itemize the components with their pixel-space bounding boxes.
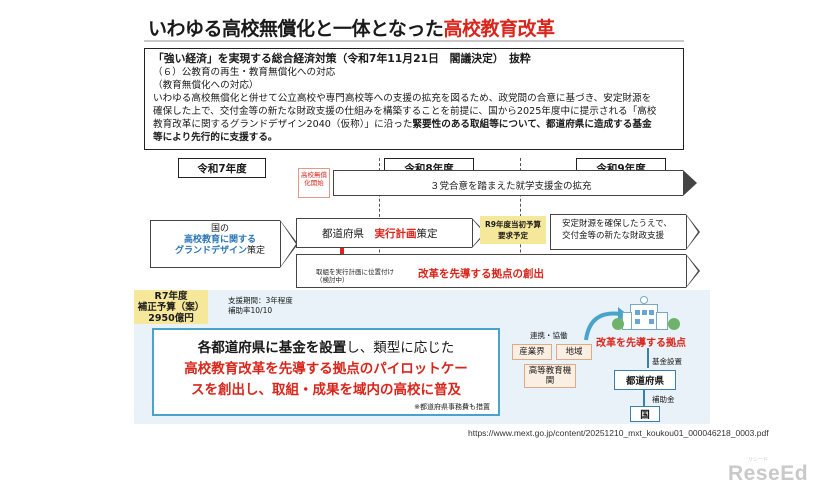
school-building-right [656, 312, 668, 330]
window [649, 319, 654, 324]
budget-request-box: R9年度当初予算 要求予定 [480, 216, 546, 244]
supplementary-budget-box: R7年度 補正予算（案） 2950億円 [134, 290, 208, 324]
budget-request-line2: 要求予定 [498, 231, 528, 240]
budget-amount: 2950億円 [148, 313, 194, 324]
title-highlight: 高校教育改革 [443, 18, 555, 40]
pilot-note: 取組を実行計画に位置付け （検討中） [316, 268, 394, 284]
pilot-arrow-tip-inner [687, 256, 698, 286]
todofuken-box: 都道府県 [614, 370, 676, 390]
callout-line1-rest: し、類型に応じた [346, 340, 455, 356]
stable-fund-arrow-tip-inner [687, 216, 698, 248]
policy-line-bold: 等により先行的に支援する。 [153, 132, 278, 143]
grand-design-arrow-tip-inner [281, 222, 296, 266]
grand-text-line: グランドデザイン策定 [160, 246, 280, 257]
support-period-line1: 支援期間：3年程度 [228, 296, 293, 305]
grand-text-2: グランドデザイン [174, 246, 247, 256]
stable-fund-line1: 安定財源を確保したうえで、 [562, 219, 672, 229]
pref-plan-suffix: 策定 [416, 228, 438, 240]
policy-line: 等により先行的に支援する。 [153, 131, 675, 144]
grand-text-3: 策定 [247, 246, 266, 256]
window [635, 319, 640, 324]
support-period-line2: 補助率10/10 [228, 306, 273, 315]
callout-line2: 高校教育改革を先導する拠点のパイロットケー [184, 361, 468, 377]
kyoten-label: 改革を先導する拠点 [596, 338, 686, 349]
logo-subtext: リシード [748, 457, 769, 463]
policy-heading: 「強い経済」を実現する総合経済対策（令和7年11月21日 閣議決定） 抜粋 [153, 52, 531, 65]
year-header-r7: 令和7年度 [178, 158, 266, 178]
hojokin-connector [643, 390, 645, 408]
school-clock [640, 296, 648, 304]
school-building-main [630, 304, 658, 330]
grand-text-1: 高校教育に関する [183, 235, 256, 245]
kuni-text: 国の [210, 224, 229, 234]
renkei-label: 連携・協働 [530, 331, 568, 340]
callout-line3: スを創出し、取組・成果を域内の高校に普及 [191, 382, 461, 398]
policy-line: いわゆる高校無償化と併せて公立高校や専門高校等への支援の拡充を図るため、政党間の… [153, 93, 652, 104]
page-title: いわゆる高校無償化と一体となった高校教育改革 [148, 14, 555, 41]
stable-fund-arrow [550, 214, 686, 250]
pilot-label: 改革を先導する拠点の創出 [418, 268, 544, 280]
stable-fund-line2: 交付金等の新たな財政支援 [562, 231, 665, 241]
tree-left [612, 318, 624, 330]
pref-plan-highlight: 実行計画 [374, 228, 417, 240]
callout-line1-bold: 各都道府県に基金を設置 [197, 340, 347, 356]
pref-plan-arrow-tip-inner [473, 220, 484, 246]
budget-line2: 補正予算（案） [137, 302, 205, 313]
budget-line1: R7年度 [154, 291, 188, 302]
policy-sub2: （教育無償化への対応） [153, 80, 259, 91]
callout-note: ※都道府県事務費も措置 [414, 403, 490, 411]
arrow-shugaku [333, 170, 683, 196]
pilot-note-line2: （検討中） [316, 276, 349, 284]
fund-callout: 各都道府県に基金を設置し、類型に応じた 高校教育改革を先導する拠点のパイロットケ… [152, 328, 500, 416]
stable-fund-label: 安定財源を確保したうえで、 交付金等の新たな財政支援 [562, 218, 672, 242]
arrow-shugaku-label: ３党合意を踏まえた就学支援金の拡充 [430, 181, 592, 192]
window [642, 310, 647, 315]
arrow-shugaku-tip [683, 170, 697, 196]
policy-line: 教育改革に関するグランドデザイン2040（仮称）」に沿った緊要性のある取組等につ… [153, 118, 675, 131]
pref-text: 都道府県 [322, 228, 364, 240]
grand-design-arrow [150, 220, 280, 268]
hojokin-label: 補助金 [652, 395, 675, 404]
kuni-box: 国 [630, 406, 660, 422]
policy-sub1: （６）公教育の再生・教育無償化への対応 [153, 67, 336, 78]
kikin-label: 基金設置 [652, 357, 682, 366]
pilot-arrow [296, 254, 686, 288]
window [635, 310, 640, 315]
pref-plan-arrow [296, 218, 472, 248]
window [649, 310, 654, 315]
callout-line1: 各都道府県に基金を設置し、類型に応じた [154, 338, 498, 359]
tree-right [668, 318, 680, 330]
grand-design-label: 国の 高校教育に関する グランドデザイン策定 [160, 224, 280, 257]
policy-excerpt-box: 「強い経済」を実現する総合経済対策（令和7年11月21日 閣議決定） 抜粋 （６… [144, 48, 684, 150]
title-divider [144, 40, 684, 42]
policy-line: 確保した上で、交付金等の新たな財政支援の仕組みを構築することを前提に、国から20… [153, 106, 657, 117]
reseed-logo: ReseEd [728, 462, 809, 485]
source-url: https://www.mext.go.jp/content/20251210_… [468, 428, 769, 438]
fund-connector [647, 348, 649, 368]
musyoka-start-badge: 高校無償化開始 [298, 168, 330, 198]
node-chiiki: 地域 [556, 344, 592, 360]
policy-line-bold: 緊要性のある取組等について、都道府県に造成する基金 [412, 119, 652, 130]
support-period: 支援期間：3年程度 補助率10/10 [228, 296, 293, 316]
title-text: いわゆる高校無償化と一体となった [148, 18, 444, 40]
budget-request-line1: R9年度当初予算 [485, 220, 541, 229]
pilot-note-line1: 取組を実行計画に位置付け [316, 268, 394, 276]
node-sangyo: 産業界 [512, 344, 552, 360]
pref-plan-label: 都道府県 実行計画策定 [322, 226, 438, 241]
musyoka-start-label: 高校無償化開始 [301, 171, 327, 187]
policy-line-part: 教育改革に関するグランドデザイン2040（仮称）」に沿った [153, 119, 413, 130]
node-koto-kyoiku: 高等教育機関 [524, 364, 576, 388]
